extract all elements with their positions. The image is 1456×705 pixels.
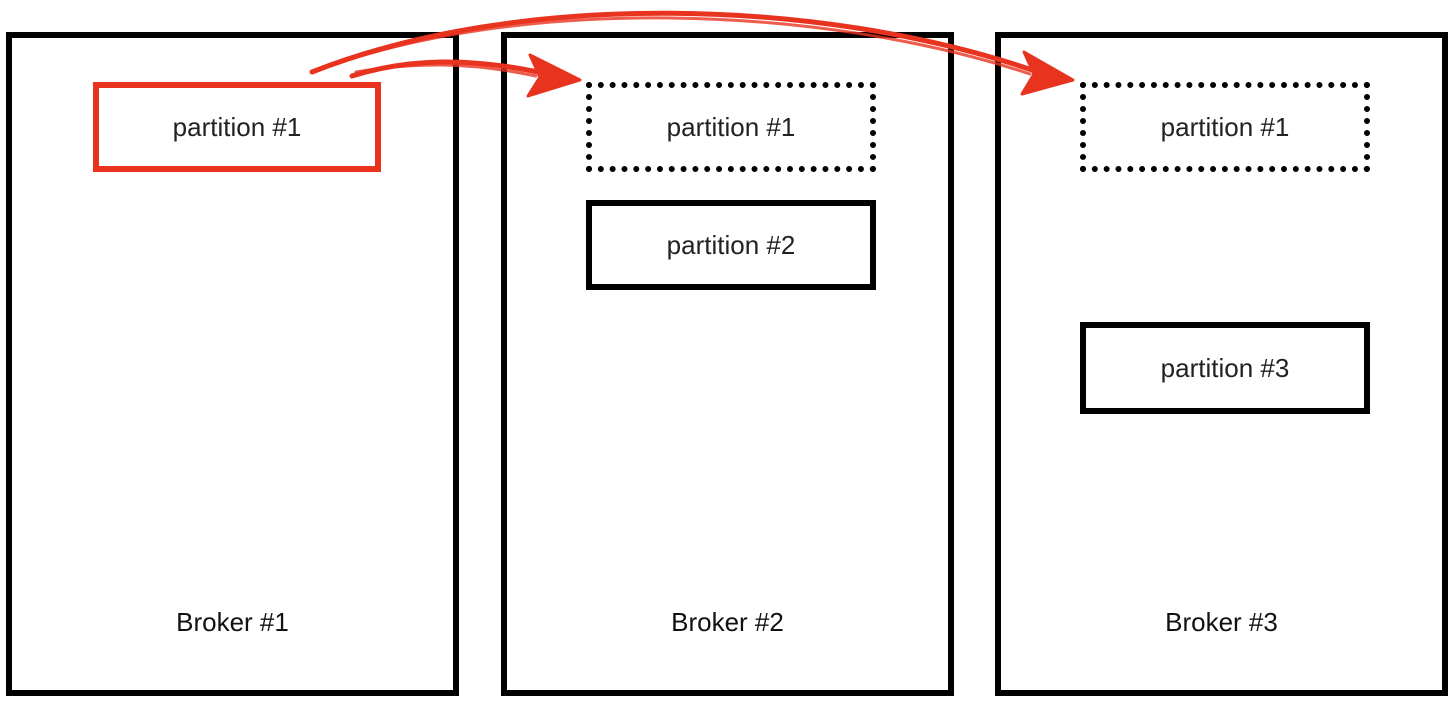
- broker-1: partition #1 Broker #1: [6, 32, 459, 696]
- partition-3-broker-3: partition #3: [1080, 322, 1370, 414]
- broker-2-label: Broker #2: [671, 607, 784, 637]
- partition-1-leader: partition #1: [93, 82, 381, 172]
- broker-1-label: Broker #1: [176, 607, 289, 637]
- partition-1-replica-broker-2: partition #1: [586, 82, 876, 172]
- partition-2-broker-2: partition #2: [586, 200, 876, 290]
- broker-3-label: Broker #3: [1165, 607, 1278, 637]
- broker-3: partition #1 partition #3 Broker #3: [995, 32, 1448, 696]
- broker-2: partition #1 partition #2 Broker #2: [501, 32, 954, 696]
- partition-1-replica-broker-3: partition #1: [1080, 82, 1370, 172]
